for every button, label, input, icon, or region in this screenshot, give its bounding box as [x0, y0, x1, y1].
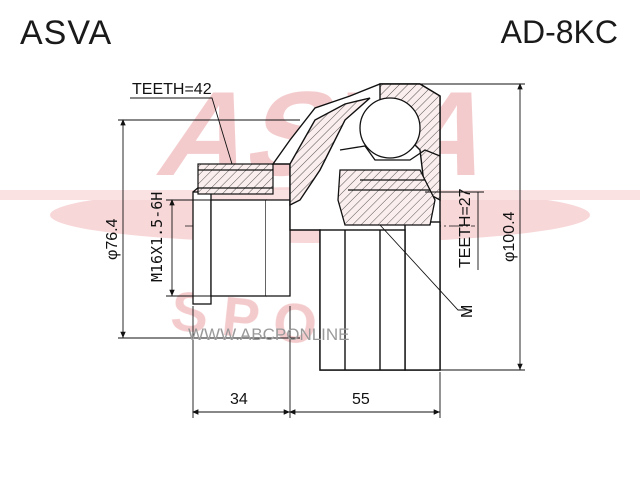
inner-race — [337, 97, 441, 226]
length-right-label: 55 — [352, 391, 370, 408]
watermark-url: WWW.ABCPONLINE — [188, 325, 350, 344]
diameter-small-label: φ76.4 — [104, 218, 121, 260]
diameter-large-label: φ100.4 — [501, 211, 518, 262]
marker-label: M — [459, 305, 476, 318]
dimension-lines — [118, 83, 525, 418]
teeth-outer-label: TEETH=42 — [132, 81, 212, 98]
stem-section — [192, 185, 291, 305]
ball-bearing — [359, 97, 421, 159]
part-number: AD-8KC — [500, 14, 618, 50]
teeth-inner-label: TEETH=27 — [457, 188, 474, 268]
thread-label: M16X1.5-6H — [148, 192, 166, 282]
spline-section — [197, 163, 274, 195]
brand-title: ASVA — [20, 14, 113, 52]
length-left-label: 34 — [230, 391, 248, 408]
